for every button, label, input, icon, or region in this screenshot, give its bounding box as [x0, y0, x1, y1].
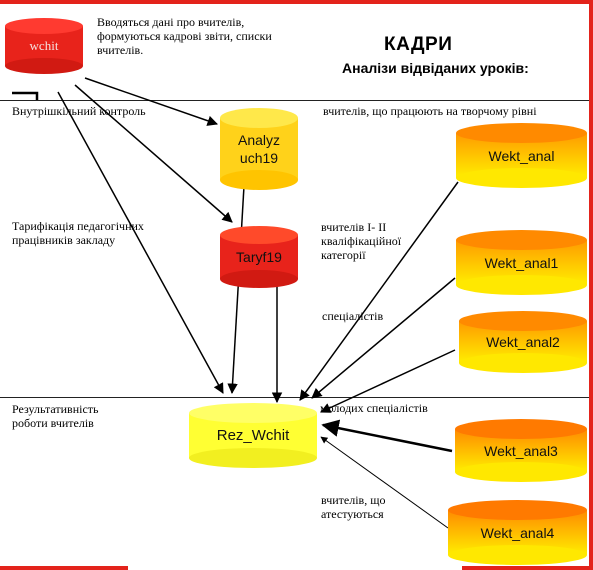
cylinder-shape — [459, 311, 587, 373]
db-wekt-anal4[interactable]: Wekt_anal4 — [448, 500, 587, 565]
frame-bottom-right-border — [462, 566, 593, 570]
db-wchit-label: wchit — [29, 38, 59, 53]
note-attesting-teachers: вчителів, що атестуються — [321, 493, 386, 521]
cylinder-shape — [456, 123, 587, 188]
note-young-specialists: молодих спеціалістів — [320, 401, 428, 415]
db-taryf-label: Taryf19 — [236, 249, 282, 265]
note-specialists: спеціалістів — [322, 309, 384, 323]
arrow-wchit-marker — [12, 91, 39, 100]
arrow-wekt-anal4-to-rez — [320, 436, 449, 529]
db-analyz-label: Analyz uch19 — [237, 132, 281, 166]
page-subtitle: Аналізи відвіданих уроків: — [342, 60, 529, 76]
db-wekt-anal3-label: Wekt_anal3 — [484, 442, 558, 459]
db-wekt-anal1[interactable]: Wekt_anal1 — [456, 230, 587, 295]
db-taryf[interactable]: Taryf19 — [220, 226, 298, 288]
db-wekt-anal2[interactable]: Wekt_anal2 — [459, 311, 587, 373]
note-intro: Вводяться дані про вчителів, формуються … — [97, 15, 272, 57]
note-results: Результативність роботи вчителів — [12, 402, 99, 430]
arrow-wekt-anal3-to-rez — [321, 419, 453, 453]
cylinder-shape — [5, 18, 83, 74]
frame-top-border — [0, 0, 593, 4]
db-wekt-anal1-label: Wekt_anal1 — [484, 254, 559, 271]
db-wekt-anal3[interactable]: Wekt_anal3 — [455, 419, 587, 482]
cylinder-shape — [189, 403, 317, 468]
db-wekt-anal[interactable]: Wekt_anal — [456, 123, 587, 188]
cylinder-shape — [220, 226, 298, 288]
note-creative-teachers: вчителів, що працюють на творчому рівні — [323, 104, 537, 118]
db-wekt-anal-label: Wekt_anal — [488, 147, 555, 164]
section-divider-1 — [0, 100, 589, 101]
arrow-wekt-anal-to-rez — [299, 181, 459, 401]
db-wekt-anal4-label: Wekt_anal4 — [480, 524, 555, 541]
frame-bottom-left-border — [0, 566, 128, 570]
cylinder-shape — [448, 500, 587, 565]
note-internal-control: Внутрішкільний контроль — [12, 104, 146, 118]
note-category-teachers: вчителів І- ІІ кваліфікаційної категорії — [321, 220, 402, 262]
db-analyz[interactable]: Analyz uch19 — [220, 108, 298, 190]
arrow-wchit-to-analyz — [84, 77, 218, 126]
db-wchit[interactable]: wchit — [5, 18, 83, 74]
note-tariff: Тарифікація педагогічних працівників зак… — [12, 219, 144, 247]
arrow-wchit-to-rez — [57, 91, 224, 394]
page-title: КАДРИ — [384, 34, 453, 55]
cylinder-shape — [455, 419, 587, 482]
arrow-wekt-anal1-to-rez — [311, 277, 456, 399]
arrow-analyz-to-rez — [227, 185, 245, 395]
arrow-wekt-anal2-to-rez — [320, 349, 456, 413]
cylinder-shape — [220, 108, 298, 190]
db-rez-wchit-label: Rez_Wchit — [216, 426, 290, 444]
arrow-wchit-to-taryf — [74, 84, 233, 223]
cylinder-shape — [456, 230, 587, 295]
db-wekt-anal2-label: Wekt_anal2 — [486, 334, 560, 350]
frame-right-border — [589, 0, 593, 570]
db-rez-wchit[interactable]: Rez_Wchit — [189, 403, 317, 468]
section-divider-2 — [0, 397, 589, 398]
